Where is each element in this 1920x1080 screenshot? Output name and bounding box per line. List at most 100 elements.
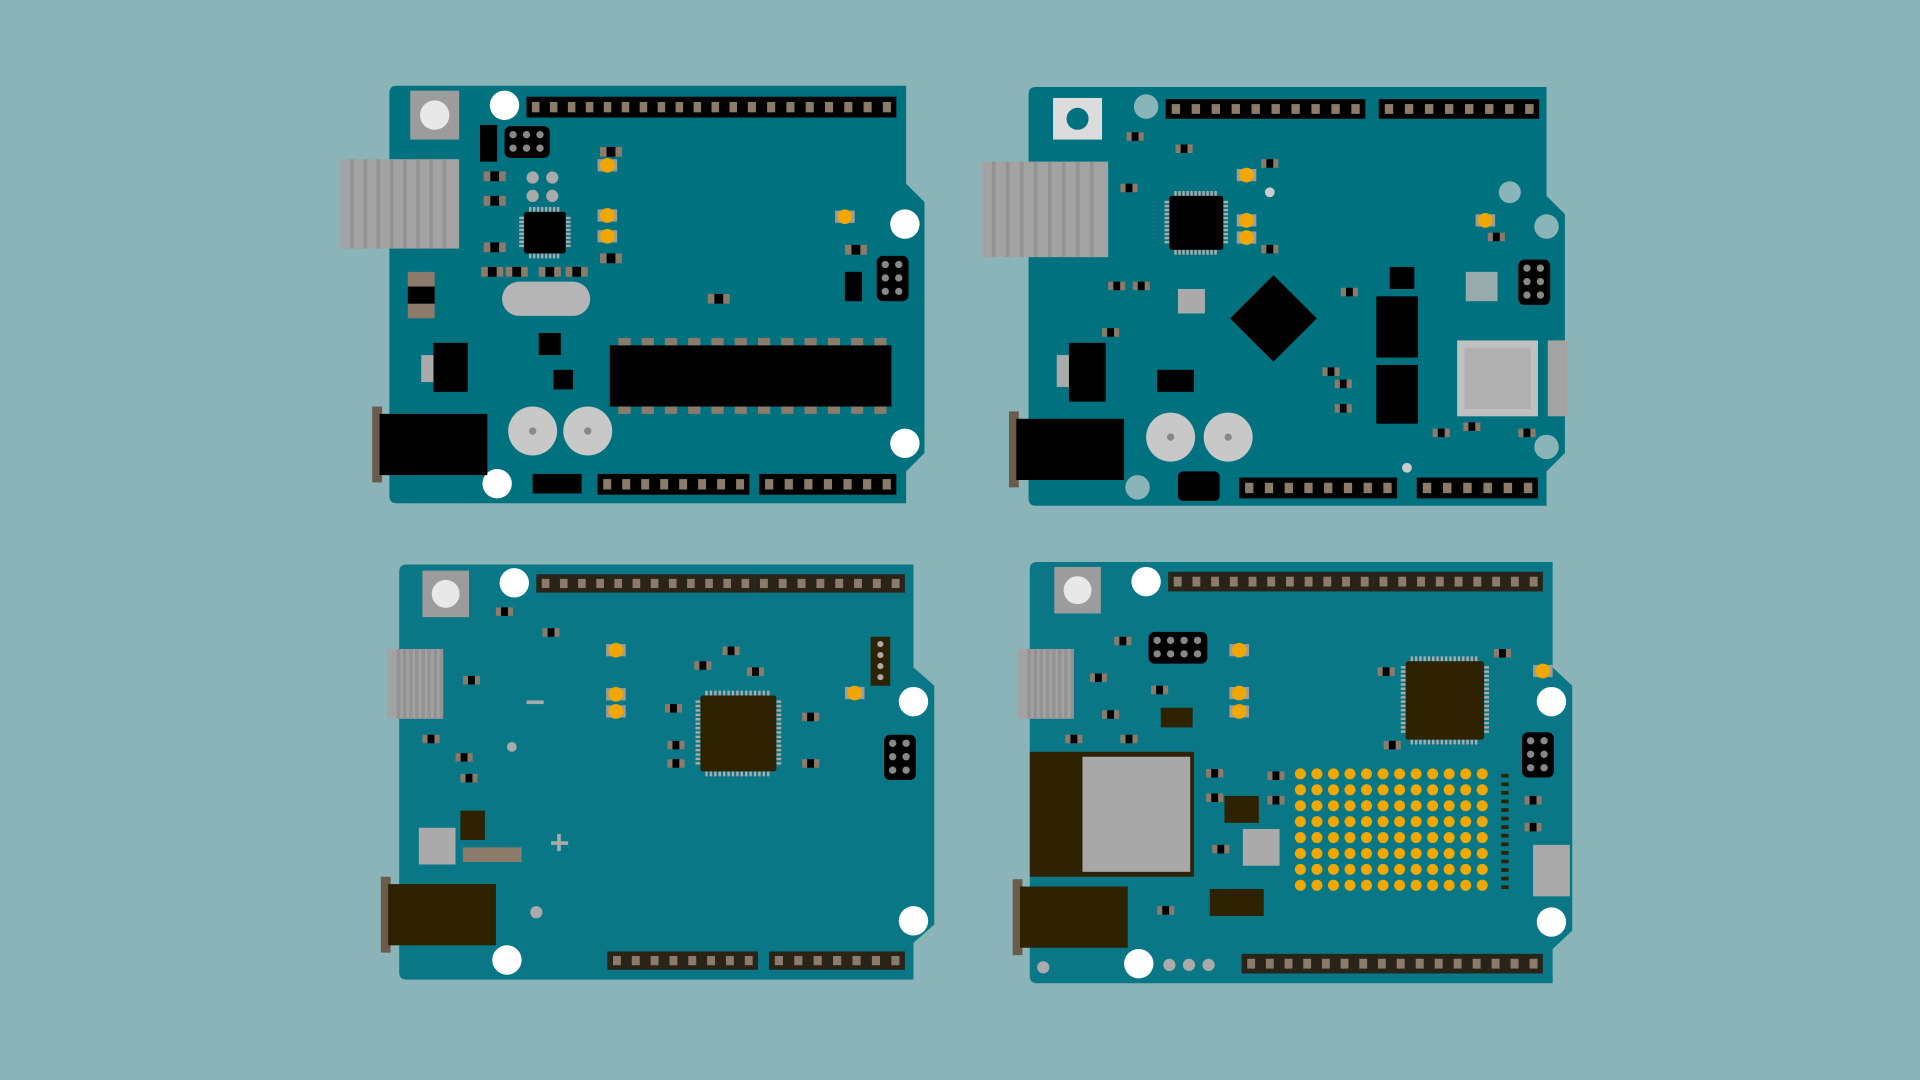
matrix-led-icon: [1327, 847, 1339, 859]
led-icon: [1477, 213, 1493, 228]
chip-pin: [1223, 220, 1229, 224]
chip-pin: [722, 690, 726, 696]
header-pin: [631, 956, 640, 966]
via-pad: [1163, 958, 1176, 972]
chip-pin: [1164, 204, 1170, 208]
via-pad: [530, 906, 543, 919]
chip-pin: [695, 757, 701, 761]
chip-pin: [1194, 191, 1197, 196]
chip-pin: [1400, 730, 1406, 733]
matrix-led-icon: [1460, 784, 1472, 796]
smd-body: [1131, 132, 1139, 141]
header-pin: [835, 578, 844, 589]
usb-stripe: [402, 648, 407, 719]
usb-stripe: [1045, 648, 1050, 719]
via-pad: [526, 171, 539, 184]
chip-pin: [776, 722, 782, 725]
chip-pin: [874, 406, 887, 414]
usb-stripe: [363, 159, 368, 249]
led-icon: [847, 685, 863, 701]
mounting-hole: [898, 686, 929, 717]
header-pin: [813, 956, 822, 966]
chip-pin: [744, 771, 748, 777]
icsp-pin: [895, 287, 903, 296]
header-pin: [1377, 958, 1386, 969]
header-pin: [1529, 576, 1538, 587]
smd-body: [699, 661, 707, 670]
chip-pin: [714, 771, 717, 777]
header-pin: [1443, 482, 1452, 494]
smd-body: [1156, 685, 1164, 695]
smd-body: [512, 266, 522, 277]
chip-pin: [731, 690, 735, 696]
usb-stripe: [1019, 161, 1024, 258]
icsp-pin: [1536, 277, 1545, 286]
icsp-pin: [536, 144, 544, 152]
smd-body: [545, 266, 555, 277]
pin-header: [526, 96, 743, 118]
chip-pin: [776, 744, 782, 747]
header-pin: [863, 479, 872, 490]
chip-pin: [1484, 670, 1489, 673]
chip-pin: [1440, 656, 1444, 662]
matrix-led-icon: [1443, 847, 1455, 859]
chip-pin: [540, 206, 544, 212]
header-pin: [687, 578, 695, 589]
chip-pin: [695, 735, 701, 739]
smd-body: [490, 195, 500, 206]
chip-pin: [1484, 721, 1489, 725]
chip-pin: [736, 690, 739, 696]
chip-pin: [1400, 708, 1406, 712]
pin-header: [1239, 477, 1398, 499]
header-pin: [1505, 104, 1514, 114]
header-pin: [1363, 482, 1372, 494]
chip-pin: [762, 690, 766, 696]
matrix-led-icon: [1476, 863, 1488, 875]
header-pin: [603, 101, 612, 113]
smd-body: [1339, 379, 1347, 389]
icsp-pin: [509, 131, 517, 139]
led-icon: [608, 704, 624, 719]
led-icon: [608, 686, 624, 702]
chip-pin: [1400, 726, 1406, 729]
smd-body: [606, 146, 616, 157]
mosfet: [1376, 364, 1418, 424]
smd-chip: [1177, 471, 1220, 501]
header-pin: [1510, 958, 1519, 969]
small-chip: [460, 810, 485, 840]
smd-body: [1388, 740, 1396, 750]
led-icon: [837, 209, 853, 225]
chip-pin: [565, 228, 571, 232]
smd-body: [1492, 232, 1500, 242]
header-pin: [877, 674, 884, 681]
led-icon: [1231, 685, 1247, 701]
fuse: [480, 124, 498, 162]
chip-pin: [1210, 249, 1213, 255]
header-pin: [705, 578, 713, 589]
chip-pin: [1444, 739, 1448, 745]
chip-pin: [1400, 674, 1406, 678]
header-pin: [1321, 958, 1330, 969]
chip-pin: [753, 771, 757, 777]
reset-button-cap: [1063, 576, 1092, 605]
chip-pin: [1432, 656, 1435, 662]
chip-pin: [718, 690, 721, 696]
usb-stripe: [416, 159, 420, 249]
header-pin: [1342, 576, 1350, 587]
matrix-led-icon: [1443, 832, 1455, 844]
header-pin: [1291, 104, 1300, 114]
smd-body: [487, 266, 497, 277]
chip-pin: [1457, 739, 1461, 745]
matrix-led-icon: [1394, 768, 1406, 780]
header-pin: [1192, 576, 1201, 587]
chip-pin: [1484, 730, 1489, 733]
mounting-hole: [492, 945, 522, 975]
icsp-pin: [895, 260, 903, 269]
header-pin: [1417, 576, 1425, 587]
power-jack: [388, 884, 496, 946]
smd-body: [468, 675, 475, 685]
header-pin: [1485, 104, 1494, 114]
regulator-tab: [421, 355, 434, 383]
header-pin: [1340, 958, 1349, 969]
icsp-pin: [902, 753, 910, 761]
